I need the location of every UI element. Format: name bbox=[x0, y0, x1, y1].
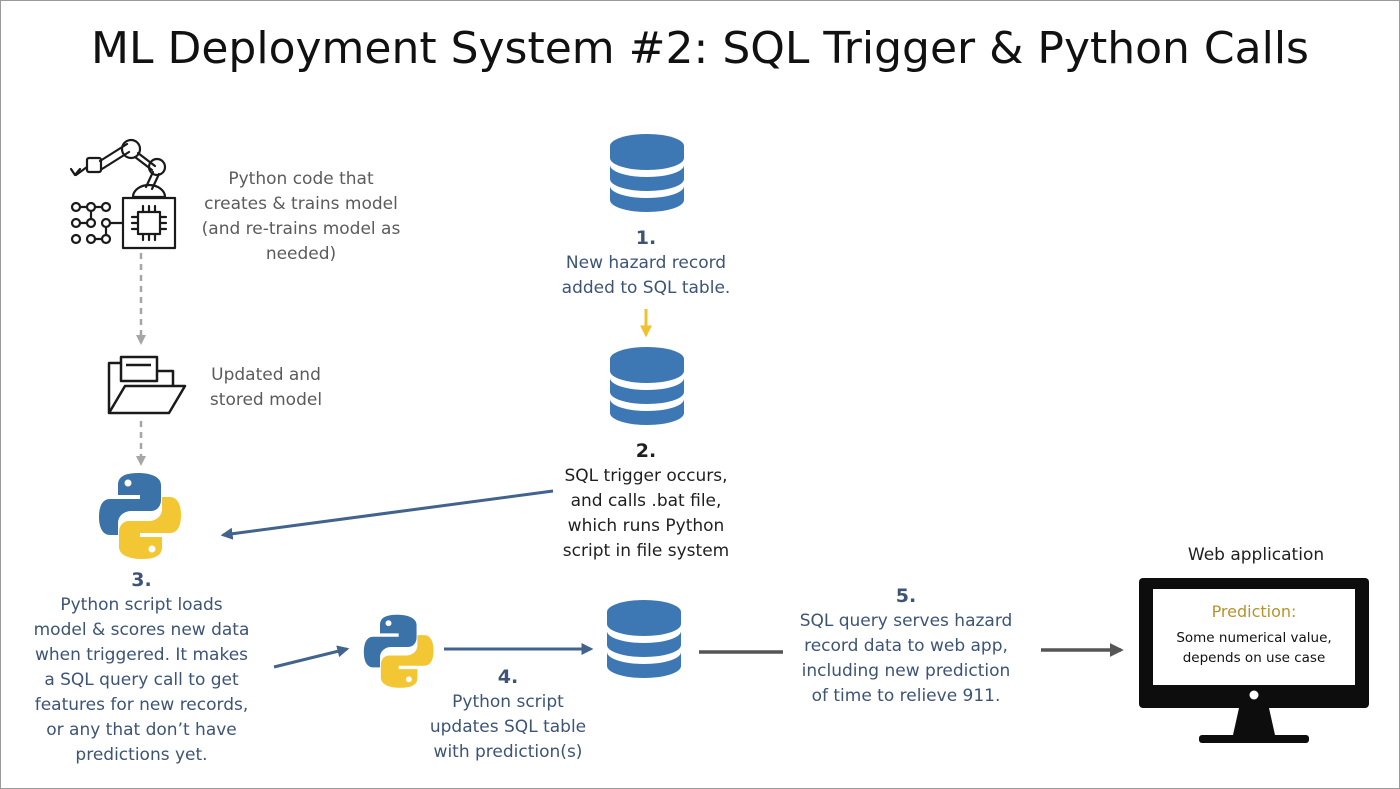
database-icon-step2 bbox=[610, 347, 684, 425]
training-line: (and re-trains model as bbox=[201, 219, 401, 239]
step1-line: New hazard record bbox=[565, 253, 727, 273]
database-icon-step1 bbox=[610, 134, 684, 212]
step1-text: 1. New hazard record added to SQL table. bbox=[526, 226, 766, 301]
training-line: needed) bbox=[265, 244, 337, 264]
step2-line: script in file system bbox=[562, 541, 730, 561]
step2-line: which runs Python bbox=[567, 516, 725, 536]
training-text: Python code that creates & trains model … bbox=[181, 167, 421, 267]
python-logo-icon bbox=[99, 473, 181, 559]
database-icon-step4 bbox=[607, 600, 681, 678]
arrow-step3-to-python-small bbox=[273, 645, 350, 669]
step3-number: 3. bbox=[131, 569, 152, 591]
stored-model-text: Updated and stored model bbox=[181, 363, 351, 413]
step3-line: or any that don’t have bbox=[46, 720, 237, 740]
step1-line: added to SQL table. bbox=[561, 278, 731, 298]
step3-line: features for new records, bbox=[34, 695, 249, 715]
step4-line: with prediction(s) bbox=[433, 742, 583, 762]
step5-number: 5. bbox=[895, 585, 917, 607]
prediction-label: Prediction: bbox=[1211, 602, 1297, 621]
step5-line: record data to web app, bbox=[804, 636, 1008, 656]
step4-line: updates SQL table bbox=[429, 717, 587, 737]
step1-number: 1. bbox=[635, 227, 657, 249]
step5-line: SQL query serves hazard bbox=[799, 611, 1013, 631]
page-title: ML Deployment System #2: SQL Trigger & P… bbox=[91, 23, 1309, 74]
training-line: Python code that bbox=[228, 169, 374, 189]
folder-icon bbox=[107, 355, 187, 415]
step2-text: 2. SQL trigger occurs, and calls .bat fi… bbox=[526, 439, 766, 564]
prediction-value-line: depends on use case bbox=[1182, 650, 1326, 666]
prediction-value: Some numerical value, depends on use cas… bbox=[1153, 628, 1355, 668]
stored-model-line: stored model bbox=[209, 390, 323, 410]
training-line: creates & trains model bbox=[204, 194, 398, 214]
stored-model-line: Updated and bbox=[211, 365, 321, 385]
step3-line: Python script loads bbox=[60, 595, 223, 615]
step2-number: 2. bbox=[635, 440, 657, 462]
webapp-label: Web application bbox=[1187, 545, 1325, 565]
step5-line: of time to relieve 911. bbox=[811, 686, 1001, 706]
step3-text: 3. Python script loads model & scores ne… bbox=[19, 568, 264, 768]
step3-line: when triggered. It makes bbox=[34, 645, 249, 665]
step4-line: Python script bbox=[452, 692, 564, 712]
step2-line: and calls .bat file, bbox=[570, 491, 722, 511]
step3-line: model & scores new data bbox=[33, 620, 250, 640]
monitor-icon bbox=[1139, 578, 1369, 743]
arrow-step2-to-python bbox=[220, 489, 554, 540]
step5-text: 5. SQL query serves hazard record data t… bbox=[777, 584, 1035, 709]
step5-line: including new prediction bbox=[801, 661, 1011, 681]
step3-line: predictions yet. bbox=[75, 745, 208, 765]
robot-arm-chip-icon bbox=[69, 138, 177, 250]
step4-number: 4. bbox=[497, 666, 519, 688]
prediction-value-line: Some numerical value, bbox=[1176, 630, 1332, 646]
step3-line: a SQL query call to get bbox=[44, 670, 239, 690]
step4-text: 4. Python script updates SQL table with … bbox=[413, 665, 603, 765]
step2-line: SQL trigger occurs, bbox=[564, 466, 728, 486]
